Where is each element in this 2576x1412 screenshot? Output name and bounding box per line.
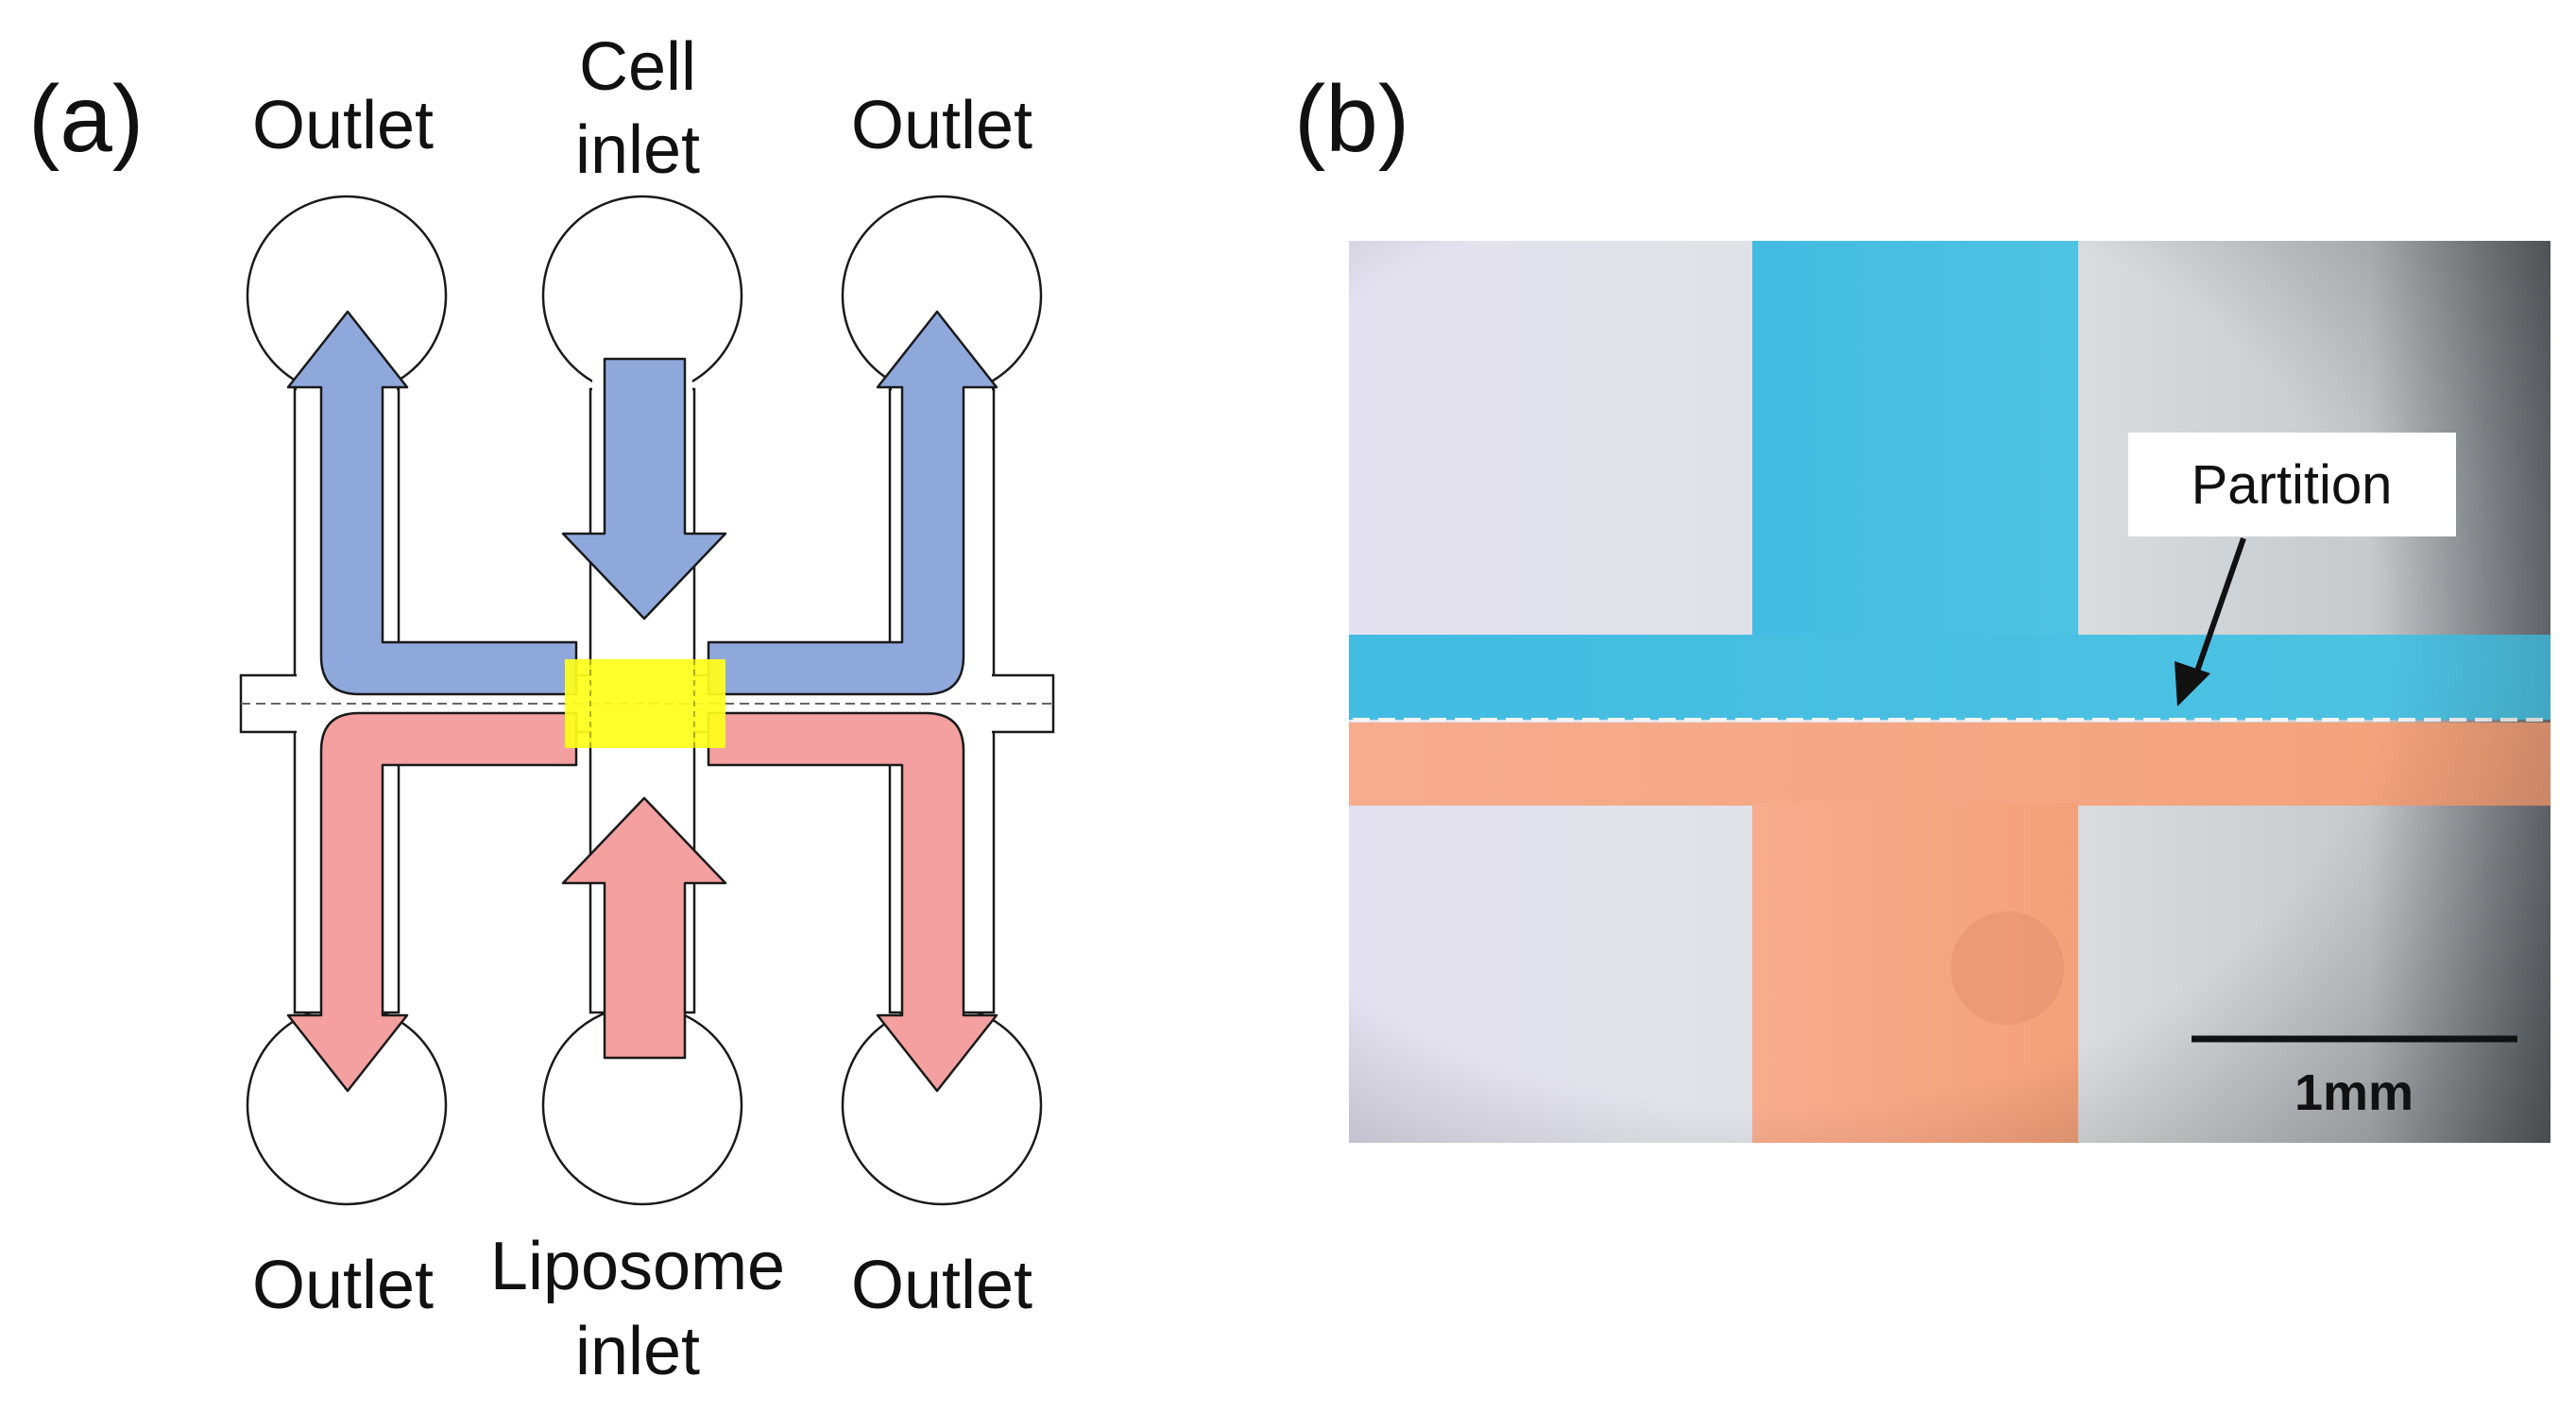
cell-inlet-label-line2: inlet xyxy=(575,112,700,188)
liposome-flow-arrows xyxy=(286,711,998,1093)
liposome-outflow-left-arrow xyxy=(286,711,578,1093)
cell-outflow-right-arrow xyxy=(707,310,998,696)
liposome-inlet-label-line2: inlet xyxy=(575,1314,700,1389)
partition-pointer-shaft xyxy=(2191,537,2246,683)
panel-a-label: (a) xyxy=(28,66,144,172)
liposome-outflow-right-arrow xyxy=(707,711,998,1093)
partition-callout-box xyxy=(2128,433,2456,536)
cell-outflow-left-arrow xyxy=(286,310,578,696)
cell-flow-arrows xyxy=(286,310,998,696)
cell-inflow-arrow xyxy=(561,357,727,621)
microscope-photo xyxy=(1349,241,2550,1143)
partition-pointer-head xyxy=(2175,661,2210,706)
outlet-bottom-right-label: Outlet xyxy=(851,1248,1032,1323)
outlet-bottom-left-label: Outlet xyxy=(252,1248,434,1323)
outlet-top-right-label: Outlet xyxy=(851,88,1032,163)
panel-a: (a) Outlet Cell inlet Outlet Outlet Lipo… xyxy=(28,29,1055,1389)
partition-callout-label: Partition xyxy=(2192,454,2393,516)
panel-b-label: (b) xyxy=(1294,66,1409,172)
cell-inlet-label-line1: Cell xyxy=(579,29,696,105)
outlet-top-left-label: Outlet xyxy=(252,88,434,163)
contact-zone xyxy=(565,659,725,748)
panel-b: (b) Partition 1mm xyxy=(1294,66,2550,1143)
liposome-inlet-label-line1: Liposome xyxy=(490,1229,785,1304)
scale-bar-label: 1mm xyxy=(2295,1064,2414,1121)
liposome-inflow-arrow xyxy=(561,796,727,1060)
